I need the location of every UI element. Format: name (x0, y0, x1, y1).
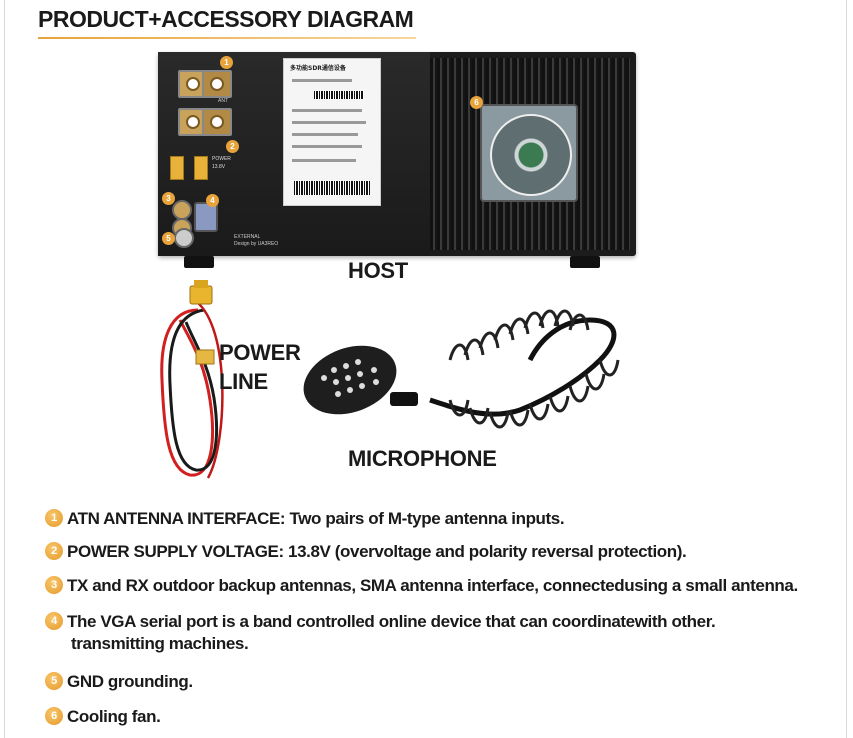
list-item: 1 ATN ANTENNA INTERFACE: Two pairs of M-… (45, 508, 565, 530)
external-label: EXTERNAL (234, 234, 261, 240)
sticker-line (292, 145, 362, 148)
list-item: 3 TX and RX outdoor backup antennas, SMA… (45, 575, 798, 597)
sticker-title: 多功能SDR通信设备 (290, 65, 346, 72)
microphone-caption: MICROPHONE (348, 446, 497, 471)
number-badge: 4 (45, 612, 63, 630)
device-foot-right (570, 256, 600, 268)
microphone-image (303, 309, 620, 429)
callout-badge-6: 6 (470, 96, 483, 109)
feature-text: ATN ANTENNA INTERFACE: Two pairs of M-ty… (67, 509, 565, 528)
feature-text: The VGA serial port is a band controlled… (67, 612, 716, 631)
list-item: 2 POWER SUPPLY VOLTAGE: 13.8V (overvolta… (45, 541, 687, 563)
gnd-terminal (174, 228, 194, 248)
power-cable-image (160, 280, 224, 479)
power-connector-plus (170, 156, 184, 180)
number-badge: 2 (45, 542, 63, 560)
number-badge: 6 (45, 707, 63, 725)
number-badge: 5 (45, 672, 63, 690)
cooling-fan (480, 104, 578, 202)
sma-port-1 (172, 200, 192, 220)
number-badge: 3 (45, 576, 63, 594)
vga-port (194, 202, 218, 232)
design-label: Design by UA3REO (234, 241, 279, 247)
feature-text: POWER SUPPLY VOLTAGE: 13.8V (overvoltage… (67, 542, 687, 561)
page-title: PRODUCT+ACCESSORY DIAGRAM (38, 6, 414, 32)
callout-badge-3: 3 (162, 192, 175, 205)
host-caption: HOST (348, 258, 408, 283)
callout-badge-2: 2 (226, 140, 239, 153)
host-device-image: 1 ANT 2 POWER 13.8V 3 4 5 EXTERNAL Desig… (158, 52, 636, 256)
ant-label: ANT (218, 98, 228, 104)
list-item: 6 Cooling fan. (45, 706, 161, 728)
voltage-label: 13.8V (212, 164, 226, 170)
sticker-line (292, 79, 352, 82)
feature-text: Cooling fan. (67, 707, 161, 726)
fan-blades (490, 114, 572, 196)
barcode-bottom (294, 181, 370, 195)
power-connector-minus (194, 156, 208, 180)
feature-text: TX and RX outdoor backup antennas, SMA a… (67, 576, 798, 595)
number-badge: 1 (45, 509, 63, 527)
left-edge-divider (4, 0, 5, 738)
device-foot-left (184, 256, 214, 268)
title-underline (38, 37, 416, 39)
list-item: 5 GND grounding. (45, 671, 193, 693)
list-item: 4 The VGA serial port is a band controll… (45, 611, 716, 655)
antenna-connector-4 (202, 108, 232, 136)
sticker-line (292, 133, 358, 136)
sticker-line (292, 109, 362, 112)
sticker-line (292, 121, 366, 124)
callout-badge-4: 4 (206, 194, 219, 207)
feature-text: GND grounding. (67, 672, 193, 691)
right-edge-divider (846, 0, 847, 738)
barcode-top (314, 91, 364, 99)
power-line-caption-2: LINE (219, 369, 268, 394)
feature-text-continued: transmitting machines. (71, 634, 249, 653)
callout-badge-1: 1 (220, 56, 233, 69)
antenna-connector-3 (202, 70, 232, 98)
callout-badge-5: 5 (162, 232, 175, 245)
spec-label-sticker: 多功能SDR通信设备 (283, 58, 381, 206)
power-line-caption-1: POWER (219, 340, 301, 365)
rear-panel: 1 ANT 2 POWER 13.8V 3 4 5 EXTERNAL Desig… (158, 52, 430, 256)
sticker-line (292, 159, 356, 162)
power-label: POWER (212, 156, 231, 162)
